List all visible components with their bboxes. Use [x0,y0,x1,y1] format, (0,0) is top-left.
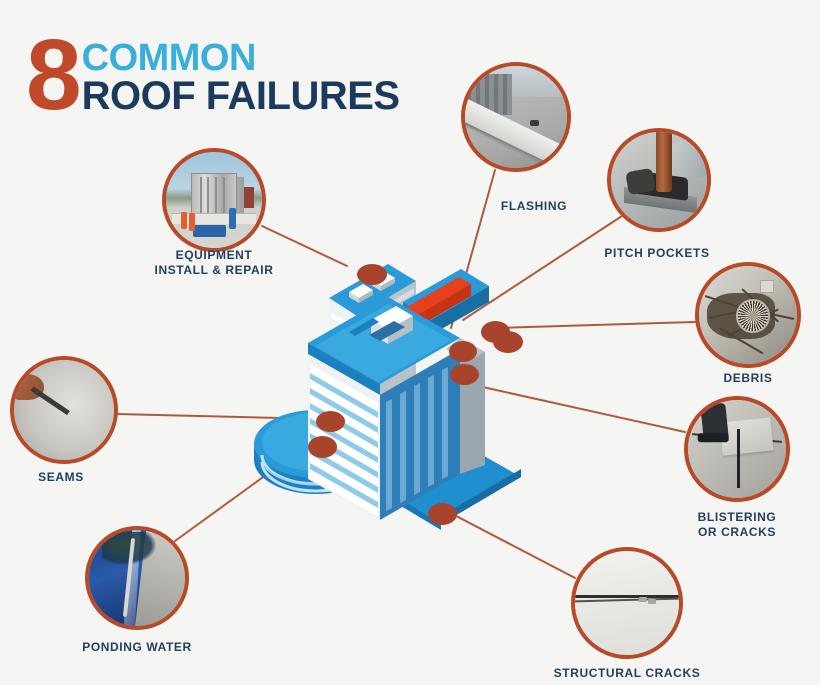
marker-ponding[interactable] [308,436,337,458]
label-debris: DEBRIS [723,371,773,385]
title-text-block: COMMON ROOF FAILURES [81,37,400,118]
connector-debris [494,321,696,329]
connector-pitch-pockets [462,215,623,321]
page-title: 8 COMMON ROOF FAILURES [26,19,400,131]
marker-debris[interactable] [493,331,523,353]
label-blistering-or-cracks: BLISTERING OR CRACKS [697,510,777,539]
label-seams: SEAMS [38,470,84,484]
label-structural-cracks: STRUCTURAL CRACKS [553,666,701,680]
connector-structural-cracks [436,505,576,579]
title-number: 8 [26,19,82,131]
node-structural-cracks[interactable]: STRUCTURAL CRACKS [554,547,700,680]
marker-seams[interactable] [316,411,345,432]
node-ponding-water[interactable]: PONDING WATER [82,526,191,654]
marker-equipment[interactable] [357,264,387,285]
photo-structural-cracks[interactable] [571,547,683,659]
marker-blistering[interactable] [450,364,479,385]
node-blistering-or-cracks[interactable]: BLISTERING OR CRACKS [684,396,790,539]
photo-pitch-pockets[interactable] [607,128,711,232]
marker-flashing[interactable] [449,341,477,362]
photo-debris[interactable] [695,262,801,368]
photo-blistering-or-cracks[interactable] [684,396,790,502]
connector-blistering-or-cracks [477,385,686,433]
building-svg [254,264,521,530]
label-ponding-water: PONDING WATER [82,640,192,654]
node-seams[interactable]: SEAMS [10,356,118,484]
photo-seams[interactable] [10,356,118,464]
label-equipment-install-repair: EQUIPMENT INSTALL & REPAIR [154,248,274,277]
label-flashing: FLASHING [500,199,568,213]
photo-ponding-water[interactable] [85,526,189,630]
node-flashing[interactable]: FLASHING [461,62,571,213]
marker-structural[interactable] [428,503,457,525]
connector-equipment-install-repair [261,225,348,267]
title-line-roof-failures: ROOF FAILURES [81,74,400,118]
photo-flashing[interactable] [461,62,571,172]
node-equipment-install-repair[interactable]: EQUIPMENT INSTALL & REPAIR [155,148,273,277]
title-line-common: COMMON [81,37,257,79]
building-illustration [253,236,543,536]
node-debris[interactable]: DEBRIS [695,262,801,385]
node-pitch-pockets[interactable]: PITCH POCKETS [604,128,711,260]
photo-equipment-install-repair[interactable] [162,148,266,252]
label-pitch-pockets: PITCH POCKETS [604,246,710,260]
